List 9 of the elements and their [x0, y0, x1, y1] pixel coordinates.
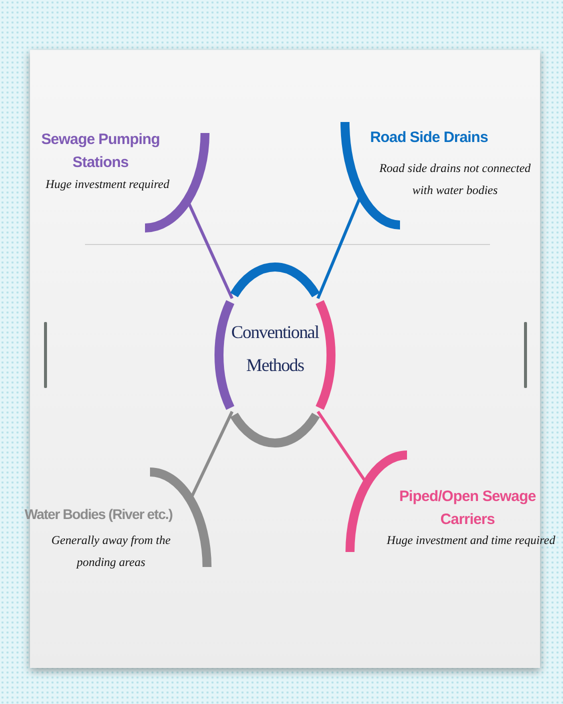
branch-description: Generally away from the ponding areas — [50, 532, 172, 571]
branch-heading: Sewage Pumping Stations — [40, 130, 161, 173]
branch-description: Road side drains not connected with water bodies — [378, 160, 532, 199]
branch-heading: Piped/Open Sewage Carriers — [398, 487, 537, 530]
branch-description: Huge investment required — [44, 176, 170, 193]
branch-heading: Water Bodies (River etc.) — [24, 505, 174, 524]
branch-description: Huge investment and time required — [386, 532, 556, 549]
center-title: Conventional Methods — [230, 321, 320, 377]
branch-heading: Road Side Drains — [369, 128, 489, 148]
